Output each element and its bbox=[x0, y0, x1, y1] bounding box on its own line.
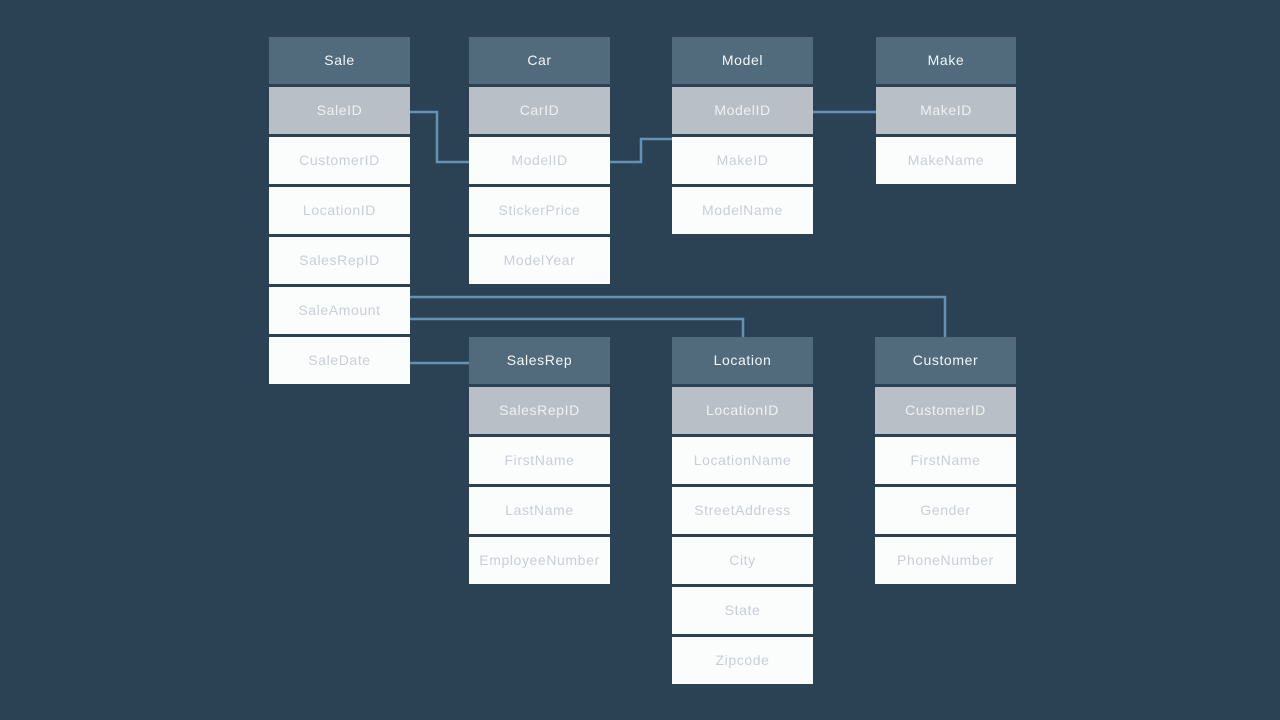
field-row-modelname: ModelName bbox=[672, 187, 813, 234]
field-row-firstname: FirstName bbox=[469, 437, 610, 484]
field-row-locationid: LocationID bbox=[269, 187, 410, 234]
field-row-saleamount: SaleAmount bbox=[269, 287, 410, 334]
table-header-model: Model bbox=[672, 37, 813, 84]
field-row-locationname: LocationName bbox=[672, 437, 813, 484]
table-header-customer: Customer bbox=[875, 337, 1016, 384]
field-row-streetaddress: StreetAddress bbox=[672, 487, 813, 534]
field-row-city: City bbox=[672, 537, 813, 584]
field-row-salesrepid: SalesRepID bbox=[269, 237, 410, 284]
field-row-makeid: MakeID bbox=[672, 137, 813, 184]
key-field-row-makeid: MakeID bbox=[876, 87, 1016, 134]
field-row-phonenumber: PhoneNumber bbox=[875, 537, 1016, 584]
field-row-zipcode: Zipcode bbox=[672, 637, 813, 684]
field-row-employeenumber: EmployeeNumber bbox=[469, 537, 610, 584]
field-row-gender: Gender bbox=[875, 487, 1016, 534]
key-field-row-modelid: ModelID bbox=[672, 87, 813, 134]
field-row-lastname: LastName bbox=[469, 487, 610, 534]
table-header-location: Location bbox=[672, 337, 813, 384]
connector-car-modelid-to-model-modelid bbox=[607, 137, 672, 164]
table-header-car: Car bbox=[469, 37, 610, 84]
connector-sale-customerid-to-customer bbox=[406, 295, 947, 340]
field-row-modelyear: ModelYear bbox=[469, 237, 610, 284]
table-header-make: Make bbox=[876, 37, 1016, 84]
field-row-firstname: FirstName bbox=[875, 437, 1016, 484]
key-field-row-salesrepid: SalesRepID bbox=[469, 387, 610, 434]
key-field-row-carid: CarID bbox=[469, 87, 610, 134]
key-field-row-customerid: CustomerID bbox=[875, 387, 1016, 434]
key-field-row-saleid: SaleID bbox=[269, 87, 410, 134]
field-row-stickerprice: StickerPrice bbox=[469, 187, 610, 234]
connector-sale-saleid-to-car-modelid bbox=[406, 110, 469, 164]
field-row-makename: MakeName bbox=[876, 137, 1016, 184]
table-header-sale: Sale bbox=[269, 37, 410, 84]
field-row-state: State bbox=[672, 587, 813, 634]
field-row-customerid: CustomerID bbox=[269, 137, 410, 184]
table-header-salesrep: SalesRep bbox=[469, 337, 610, 384]
field-row-saledate: SaleDate bbox=[269, 337, 410, 384]
field-row-modelid: ModelID bbox=[469, 137, 610, 184]
key-field-row-locationid: LocationID bbox=[672, 387, 813, 434]
